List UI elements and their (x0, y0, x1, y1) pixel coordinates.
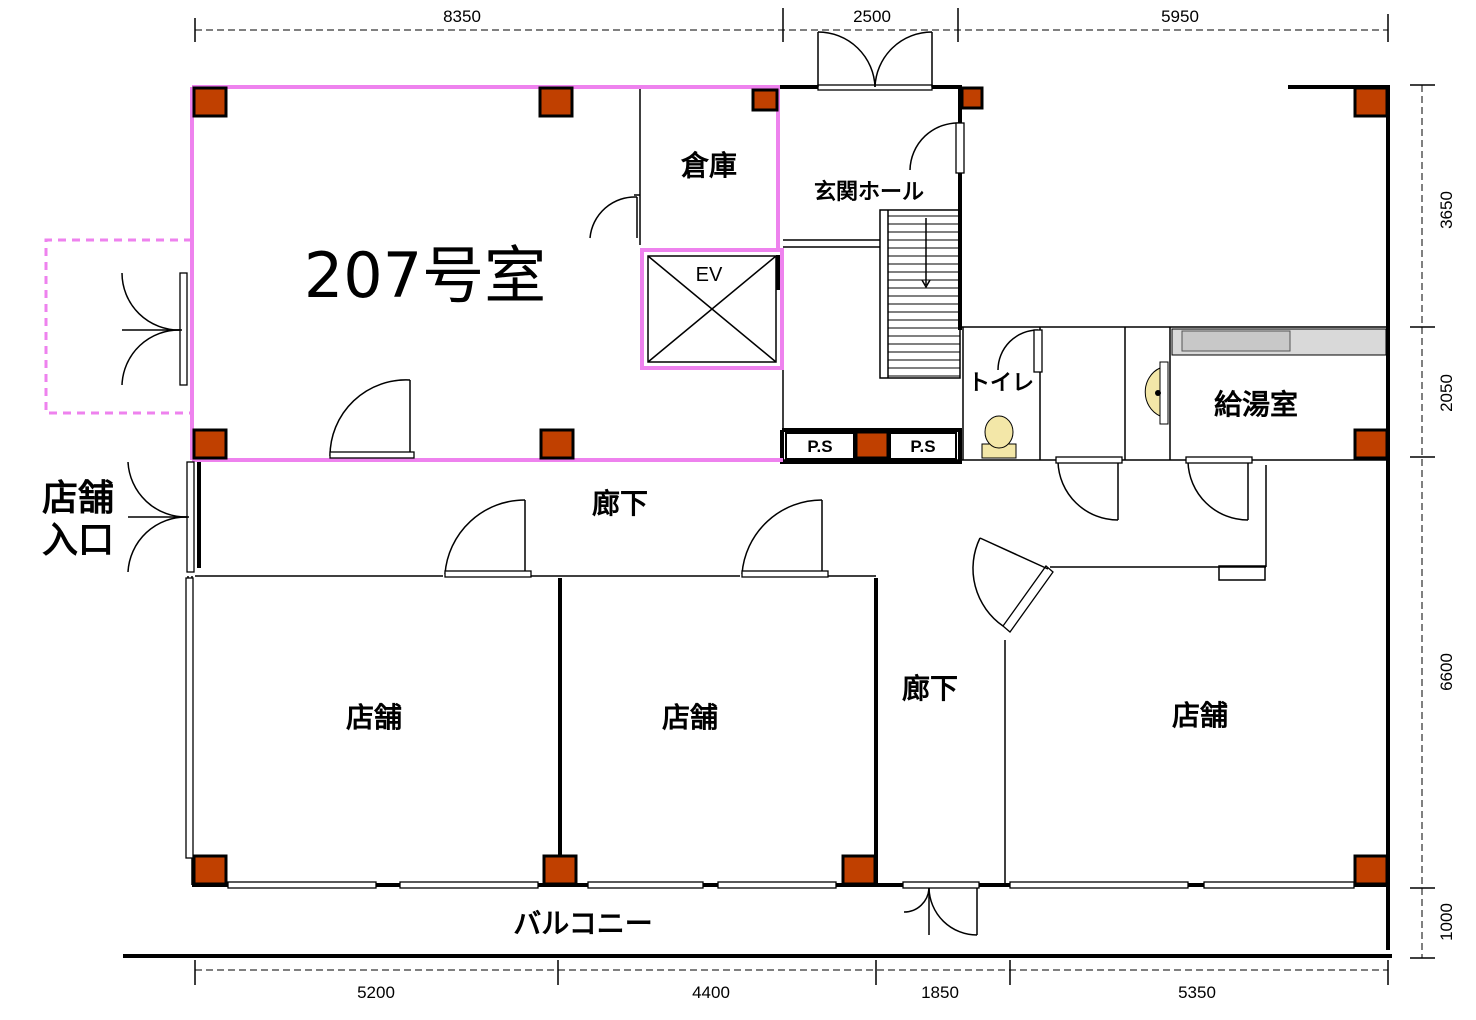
door-swing-icon (589, 194, 640, 239)
door-swing-icon (121, 272, 188, 386)
dim-top-1: 8350 (443, 7, 481, 26)
door-swing-icon (127, 461, 195, 573)
doors (121, 31, 1253, 936)
unit-207-outline (44, 85, 784, 462)
dim-bottom-3: 1850 (921, 983, 959, 1002)
door-swing-icon (1055, 456, 1123, 521)
dimension-lines (194, 8, 1435, 985)
unit-207-label: 207号室 (304, 239, 546, 312)
corridor-top-label: 廊下 (592, 487, 648, 520)
dim-top-2: 2500 (853, 7, 891, 26)
room-labels: 207号室 倉庫 玄関ホール EV トイレ 給湯室 P.S P.S 廊下 廊下 … (42, 149, 1298, 940)
column-icon (1353, 86, 1389, 118)
dim-right-2: 2050 (1437, 374, 1456, 412)
column-icon (192, 86, 228, 118)
corridor-middle-label: 廊下 (902, 672, 958, 705)
column-icon (1353, 854, 1389, 886)
column-icon (539, 428, 575, 460)
column-icon (854, 430, 890, 460)
storage-label: 倉庫 (680, 149, 737, 182)
dim-right-3: 6600 (1437, 653, 1456, 691)
stairs (879, 209, 961, 379)
exterior-walls (123, 85, 1392, 958)
shop-2-label: 店舗 (662, 701, 718, 734)
shop-entrance-label-line2: 入口 (42, 520, 114, 561)
column-icon (841, 854, 877, 886)
door-swing-icon (902, 881, 980, 936)
column-icon (1353, 428, 1389, 460)
kitchenette-label: 給湯室 (1214, 388, 1298, 421)
elevator-label: EV (696, 264, 723, 286)
column-icon (751, 88, 779, 112)
sink-icon (1144, 361, 1169, 425)
shop-entrance-label-line1: 店舗 (42, 478, 114, 519)
door-swing-icon (741, 499, 829, 578)
pipe-space-label-2: P.S (910, 437, 935, 456)
dimension-labels: 8350 2500 5950 5200 4400 1850 5350 3650 … (357, 7, 1456, 1002)
column-icon (192, 428, 228, 460)
column-icon (960, 86, 984, 110)
door-swing-icon (972, 537, 1054, 633)
door-swing-icon (329, 379, 415, 459)
dim-bottom-2: 4400 (692, 983, 730, 1002)
toilet-icon (981, 415, 1017, 459)
door-swing-icon (817, 31, 933, 91)
dim-bottom-1: 5200 (357, 983, 395, 1002)
door-swing-icon (444, 499, 532, 578)
column-icon (192, 854, 228, 886)
entrance-hall-label: 玄関ホール (814, 179, 924, 205)
pipe-spaces (785, 432, 957, 460)
shop-1-label: 店舗 (346, 701, 402, 734)
column-icon (542, 854, 578, 886)
dim-top-3: 5950 (1161, 7, 1199, 26)
door-swing-icon (1185, 456, 1253, 521)
balcony-label: バルコニー (513, 907, 652, 940)
shop-3-label: 店舗 (1172, 699, 1228, 732)
windows (185, 577, 1355, 889)
dim-right-4: 1000 (1437, 903, 1456, 941)
columns (192, 86, 1389, 886)
door-swing-icon (997, 329, 1043, 373)
dim-bottom-4: 5350 (1178, 983, 1216, 1002)
column-icon (538, 86, 574, 118)
interior-walls (187, 87, 1388, 885)
toilet-label: トイレ (968, 371, 1034, 396)
door-swing-icon (909, 122, 965, 174)
pipe-space-label-1: P.S (807, 437, 832, 456)
elevator-cross-icon (647, 255, 780, 363)
dim-right-1: 3650 (1437, 191, 1456, 229)
